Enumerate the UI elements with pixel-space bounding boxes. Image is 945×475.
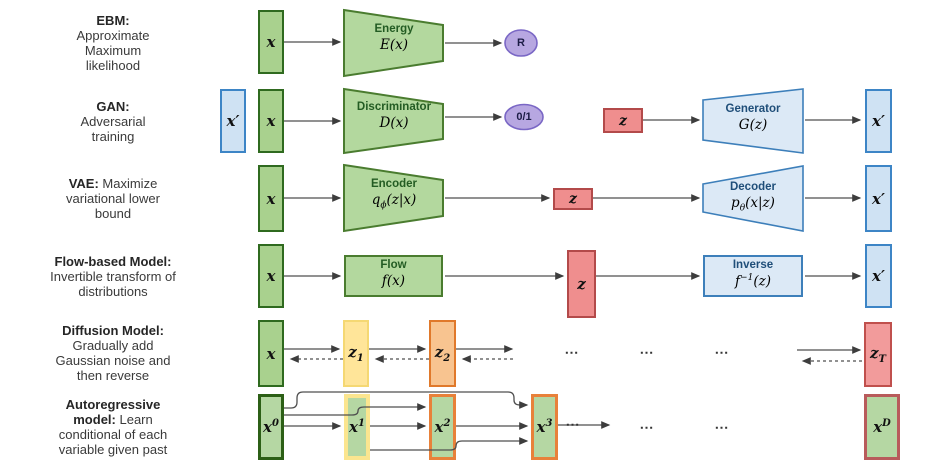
gan-description: GAN: Adversarial training — [80, 99, 146, 144]
ar-x2-box: x2 — [429, 394, 456, 460]
vae-xprime-label: x′ — [872, 189, 885, 208]
flow-title: Flow — [380, 259, 407, 271]
encoder-title: Encoder — [370, 178, 417, 190]
ebm-description: EBM: Approximate Maximum likelihood — [76, 13, 150, 73]
decoder-title: Decoder — [729, 181, 777, 193]
gan-xprime-input-label: x′ — [226, 112, 240, 130]
diffusion-zT-label: zT — [870, 344, 886, 365]
flow-description: Flow-based Model: Invertible transform o… — [50, 254, 176, 299]
ebm-x-label: x — [266, 33, 276, 51]
flow-formula: f(x) — [381, 273, 406, 289]
gan-xprime-output-label: x′ — [872, 112, 885, 130]
flow-z-label: z — [577, 275, 586, 293]
diffusion-z2-box: z2 — [429, 320, 456, 387]
ar-dots-1: ⋯ — [565, 416, 581, 432]
gan-z-box: z — [603, 108, 643, 133]
ar-dots-3: ⋯ — [714, 419, 730, 435]
ar-x3-box: x3 — [531, 394, 558, 460]
vae-xprime-box: x′ — [865, 165, 892, 232]
ar-x0-box: x0 — [258, 394, 284, 460]
flow-xprime-label: x′ — [872, 267, 885, 285]
inverse-formula: f−1(z) — [735, 273, 771, 290]
gan-z-label: z — [619, 112, 627, 129]
diffusion-dots-1: ⋯ — [564, 344, 580, 360]
ar-x3-label: x3 — [536, 418, 553, 436]
ar-dots-2: ⋯ — [639, 419, 655, 435]
r-output-label: R — [517, 37, 525, 49]
arrow-ar-x0-to-x3 — [284, 391, 529, 409]
ar-xD-box: xD — [864, 394, 900, 460]
inverse-title: Inverse — [732, 259, 774, 271]
flow-x-label: x — [266, 267, 276, 285]
gan-x-label: x — [266, 112, 276, 130]
diffusion-description: Diffusion Model: Gradually add Gaussian … — [55, 323, 171, 383]
ar-x2-label: x2 — [434, 418, 451, 436]
diffusion-zT-box: zT — [864, 322, 892, 387]
diffusion-z1-label: z1 — [348, 343, 364, 364]
diffusion-z2-label: z2 — [434, 343, 451, 364]
diffusion-dots-2: ⋯ — [639, 344, 655, 360]
vae-z-box: z — [553, 188, 593, 210]
diffusion-z1-box: z1 — [343, 320, 369, 387]
diffusion-x-label: x — [266, 344, 276, 363]
vae-description: VAE: Maximize variational lower bound — [66, 176, 160, 221]
gan-xprime-output-box: x′ — [865, 89, 892, 153]
flow-function-box — [344, 255, 443, 297]
diffusion-x-box: x — [258, 320, 284, 387]
flow-inverse-box — [703, 255, 803, 297]
vae-z-label: z — [569, 191, 577, 207]
discriminator-title: Discriminator — [356, 101, 432, 113]
ar-x0-label: x0 — [263, 418, 279, 436]
gan-xprime-input-box: x′ — [220, 89, 246, 153]
decoder-formula: pθ(x|z) — [731, 195, 775, 214]
01-output-label: 0/1 — [516, 111, 532, 123]
flow-z-box: z — [567, 250, 596, 318]
generator-title: Generator — [725, 103, 781, 115]
vae-x-box: x — [258, 165, 284, 232]
ar-x1-box: x1 — [344, 394, 370, 460]
vae-x-label: x — [266, 189, 276, 208]
gan-x-box: x — [258, 89, 284, 153]
ebm-x-box: x — [258, 10, 284, 74]
discriminator-formula: D(x) — [379, 115, 409, 131]
diffusion-dots-3: ⋯ — [714, 344, 730, 360]
generator-formula: G(z) — [738, 117, 768, 133]
flow-x-box: x — [258, 244, 284, 308]
energy-title: Energy — [374, 23, 414, 35]
ar-xD-label: xD — [873, 418, 891, 436]
encoder-formula: qϕ(z|x) — [371, 192, 417, 211]
ar-x1-label: x1 — [349, 418, 365, 436]
ar-description: Autoregressive model: Learn conditional … — [58, 397, 168, 457]
energy-formula: E(x) — [379, 37, 408, 53]
flow-xprime-box: x′ — [865, 244, 892, 308]
